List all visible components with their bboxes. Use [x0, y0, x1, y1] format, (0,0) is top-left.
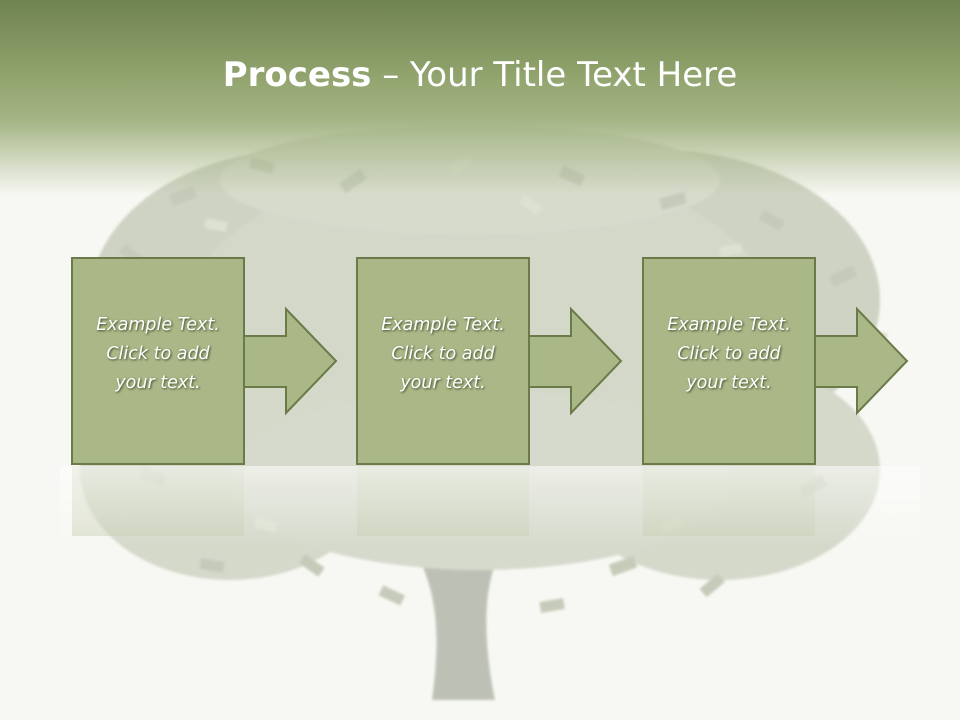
step-line: Click to add [106, 344, 210, 364]
step-text-3[interactable]: Example Text. Click to add your text. [643, 311, 815, 398]
step-line: Example Text. [667, 315, 791, 335]
step-line: Click to add [391, 344, 495, 364]
arrow-right-icon [524, 306, 623, 416]
step-line: your text. [400, 373, 486, 393]
title-bold-part: Process [222, 55, 372, 95]
step-line: your text. [686, 373, 772, 393]
step-text-2[interactable]: Example Text. Click to add your text. [357, 311, 529, 398]
title-rest-part: – Your Title Text Here [371, 55, 738, 95]
step-line: Example Text. [381, 315, 505, 335]
header-band [0, 0, 960, 195]
slide-title[interactable]: Process – Your Title Text Here [0, 52, 960, 98]
step-line: your text. [115, 373, 201, 393]
arrow-right-icon [810, 306, 909, 416]
step-line: Click to add [677, 344, 781, 364]
step-line: Example Text. [96, 315, 220, 335]
step-text-1[interactable]: Example Text. Click to add your text. [72, 311, 244, 398]
arrow-right-icon [239, 306, 338, 416]
